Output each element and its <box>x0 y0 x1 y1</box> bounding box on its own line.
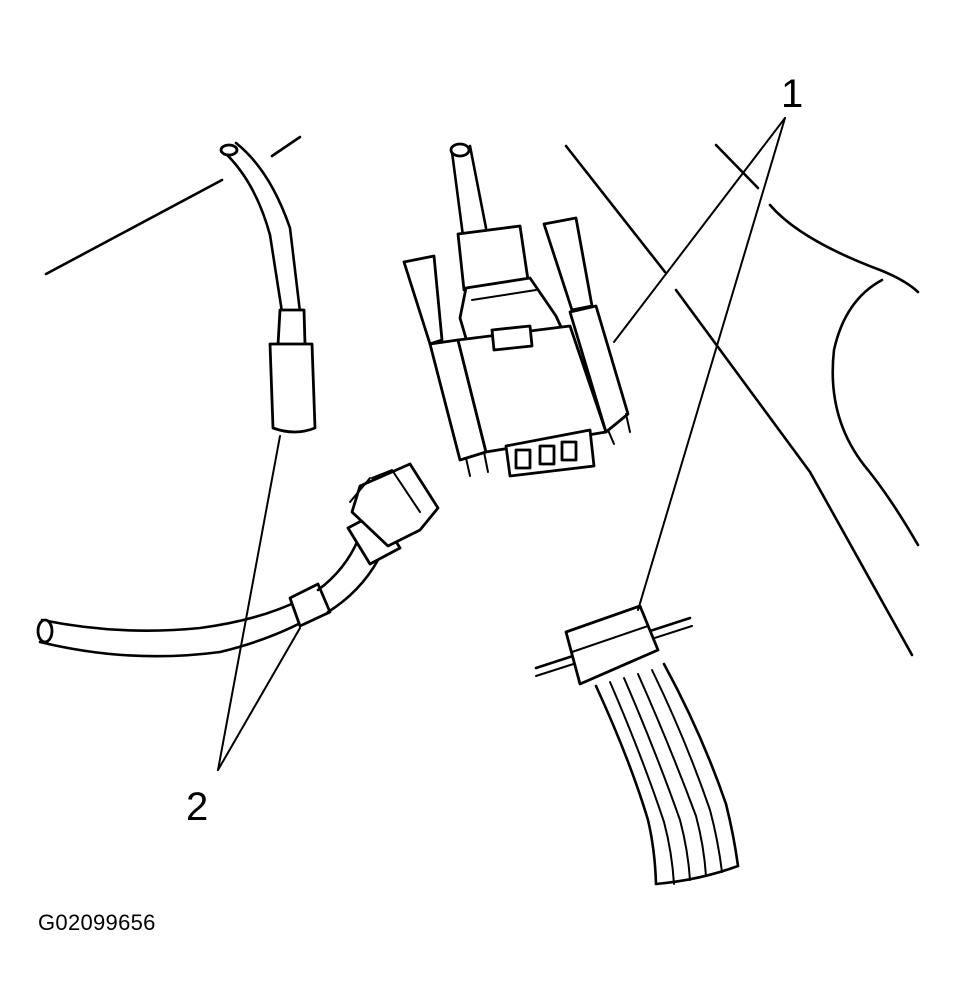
callout-label-1: 1 <box>781 72 804 116</box>
central-connector <box>402 142 631 478</box>
lower-left-cable <box>36 462 440 658</box>
body-panel-outlines <box>44 135 920 657</box>
ribbon-harness <box>534 604 740 886</box>
callout-label-2: 2 <box>186 785 209 829</box>
upper-left-cable <box>219 141 317 434</box>
leader-lines <box>217 117 786 771</box>
figure-id: G02099656 <box>38 910 156 935</box>
